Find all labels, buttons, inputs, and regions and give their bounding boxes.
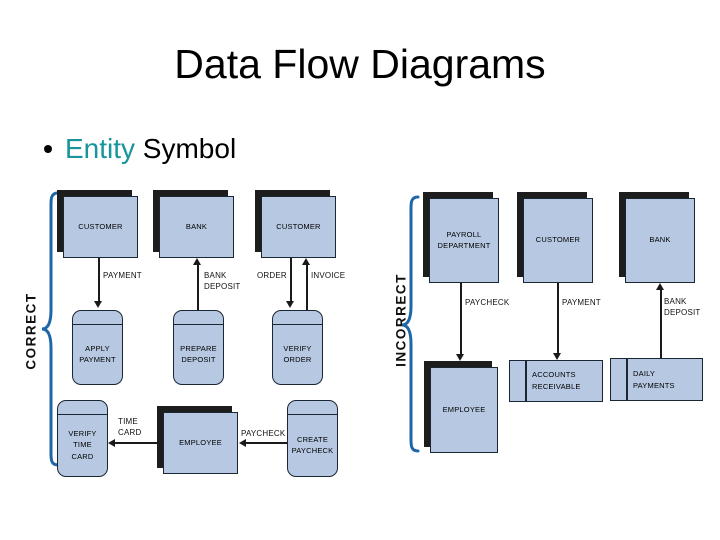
flow-line-bank-deposit [197,264,199,310]
entity-employee: EMPLOYEE [424,361,498,453]
arrowhead-down-icon [286,301,294,308]
correct-brace-icon [41,191,60,467]
arrowhead-down-icon [94,301,102,308]
page-title: Data Flow Diagrams [174,41,546,87]
entity-label: BANK [625,198,695,283]
entity-label: PAYROLL DEPARTMENT [429,198,499,283]
incorrect-brace-icon [401,195,420,453]
bullet-icon [44,144,52,153]
flow-label-order: ORDER [257,271,287,280]
entity-label: CUSTOMER [261,196,336,258]
process-apply-payment: APPLY PAYMENT [72,310,123,385]
datastore-label: DAILY PAYMENTS [633,368,675,390]
entity-label: EMPLOYEE [163,412,238,474]
flow-line-paycheck [246,442,287,444]
process-prepare-deposit: PREPARE DEPOSIT [173,310,224,385]
flow-line-payment [98,258,100,301]
flow-label-time-card: TIME CARD [118,417,142,438]
flow-line-order [290,258,292,301]
arrowhead-left-icon [108,439,115,447]
entity-label: BANK [159,196,234,258]
process-label: VERIFY ORDER [283,343,312,364]
process-band [273,311,322,325]
flow-label-paycheck: PAYCHECK [465,298,510,307]
flow-label-payment: PAYMENT [103,271,142,280]
entity-customer-2: CUSTOMER [255,190,336,258]
datastore-divider [525,361,527,401]
entity-payroll-department: PAYROLL DEPARTMENT [423,192,499,283]
entity-label: EMPLOYEE [430,367,498,453]
arrowhead-down-icon [456,354,464,361]
process-band [73,311,122,325]
entity-label: CUSTOMER [523,198,593,283]
process-verify-order: VERIFY ORDER [272,310,323,385]
process-label: PREPARE DEPOSIT [180,343,217,364]
process-label: VERIFY TIME CARD [68,429,97,461]
arrowhead-up-icon [193,258,201,265]
datastore-label: ACCOUNTS RECEIVABLE [532,370,581,391]
correct-section-label: CORRECT [23,292,39,370]
bullet-rest: Symbol [135,133,237,164]
process-create-paycheck: CREATE PAYCHECK [287,400,338,477]
entity-label: CUSTOMER [63,196,138,258]
flow-label-payment: PAYMENT [562,298,601,307]
flow-label-bank-deposit: BANK DEPOSIT [204,271,241,292]
entity-customer-1: CUSTOMER [57,190,138,258]
entity-employee: EMPLOYEE [157,406,238,474]
flow-line-time-card [115,442,163,444]
process-band [174,311,223,325]
process-label: CREATE PAYCHECK [291,434,334,455]
entity-bank: BANK [153,190,234,258]
bullet-highlight: Entity [65,133,136,164]
flow-label-bank-deposit: BANK DEPOSIT [664,297,701,318]
entity-bank: BANK [619,192,695,283]
flow-label-paycheck: PAYCHECK [241,429,286,438]
entity-customer: CUSTOMER [517,192,593,283]
flow-line-invoice [306,264,308,310]
process-band [288,401,337,415]
arrowhead-up-icon [656,283,664,290]
flow-label-invoice: INVOICE [311,271,346,280]
flow-line-payment [557,283,559,353]
flow-line-bank-deposit [660,290,662,358]
arrowhead-up-icon [302,258,310,265]
arrowhead-left-icon [239,439,246,447]
flow-line-paycheck [460,283,462,354]
process-label: APPLY PAYMENT [79,343,116,364]
bullet-line: Entity Symbol [44,133,236,165]
arrowhead-down-icon [553,353,561,360]
datastore-accounts-receivable: ACCOUNTS RECEIVABLE [509,360,603,402]
process-band [58,401,107,415]
datastore-daily-payments: DAILY PAYMENTS [610,358,703,401]
process-verify-time-card: VERIFY TIME CARD [57,400,108,477]
datastore-divider [626,359,628,400]
